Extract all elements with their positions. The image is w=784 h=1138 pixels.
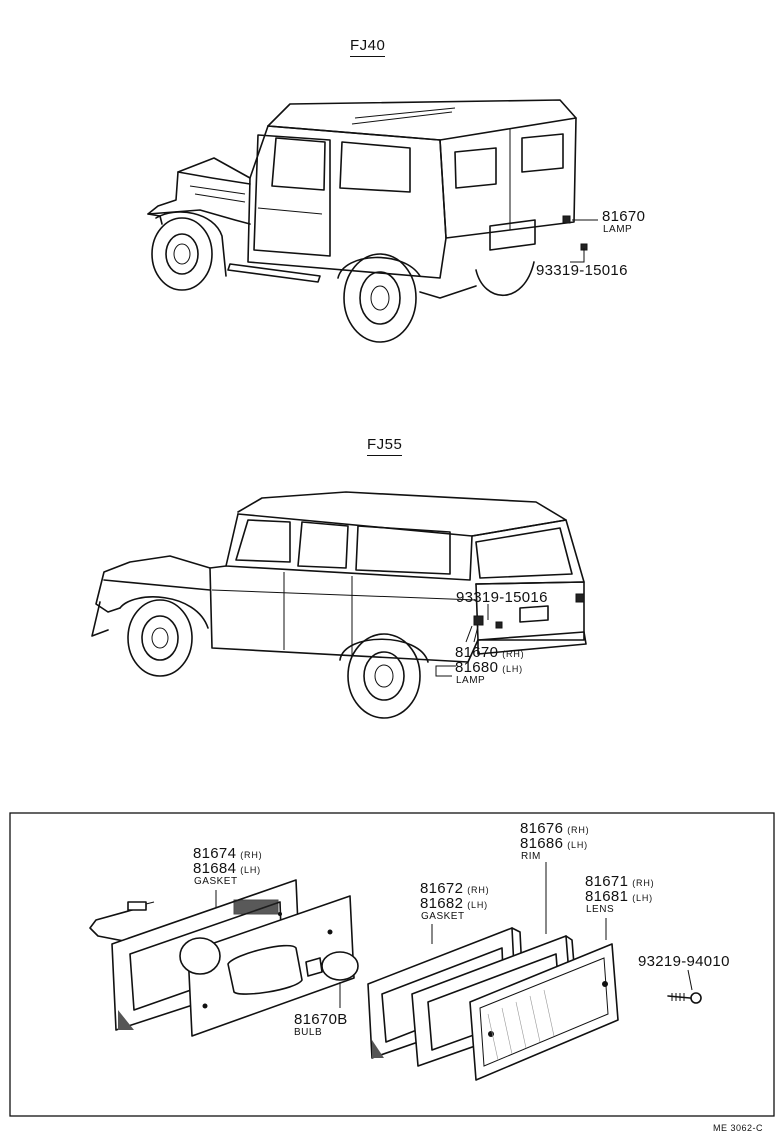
gasket-a-lh-label: 81684(LH) <box>193 861 261 877</box>
gasket-b-rh-part-number: 81672 <box>420 880 464 897</box>
fj55-lamp-leader-a <box>465 625 479 643</box>
fj55-lamp-rh-label: 81670(RH) <box>455 645 524 661</box>
gasket-b-name: GASKET <box>421 911 465 922</box>
lens-lh-side: (LH) <box>632 893 653 903</box>
lens-rh-label: 81671(RH) <box>585 874 654 890</box>
reference-code: ME 3062-C <box>713 1123 764 1133</box>
screw-drawing <box>667 992 702 1004</box>
rim-lh-label: 81686(LH) <box>520 836 588 852</box>
fj55-lamp-lh-label: 81680(LH) <box>455 660 523 676</box>
gasket-a-rh-part-number: 81674 <box>193 845 237 862</box>
rim-rh-part-number: 81676 <box>520 820 564 837</box>
bulb-name: BULB <box>294 1027 323 1038</box>
wire-connector <box>89 901 155 947</box>
fj55-lamp-name: LAMP <box>456 675 486 686</box>
lens-rh-part-number: 81671 <box>585 873 629 890</box>
bulb-part-number: 81670B <box>294 1011 348 1028</box>
fj40-screw-leader <box>570 248 585 263</box>
rim-lh-side: (LH) <box>567 840 588 850</box>
rim-name: RIM <box>521 851 541 862</box>
gasket-a-lh-side: (LH) <box>240 865 261 875</box>
gasket-b-rh-label: 81672(RH) <box>420 881 489 897</box>
gasket-b-lh-part-number: 81682 <box>420 895 464 912</box>
bulb-drawing <box>305 951 359 981</box>
gasket-b-rh-side: (RH) <box>467 885 490 895</box>
fj40-title: FJ40 <box>350 38 386 57</box>
gasket-a-rh-side: (RH) <box>240 850 263 860</box>
rim-lh-part-number: 81686 <box>520 835 564 852</box>
gasket-a-lh-part-number: 81684 <box>193 860 237 877</box>
lens-rh-side: (RH) <box>632 878 655 888</box>
fj55-lamp-rh-part-number: 81670 <box>455 644 499 661</box>
lens-lh-label: 81681(LH) <box>585 889 653 905</box>
gasket-a-name: GASKET <box>194 876 238 887</box>
gasket-a-rh-label: 81674(RH) <box>193 846 262 862</box>
screw-part-number: 93219-94010 <box>638 953 730 970</box>
fj40-lamp-name: LAMP <box>603 224 633 235</box>
fj55-lamp-rh-side: (RH) <box>502 649 525 659</box>
rim-rh-label: 81676(RH) <box>520 821 589 837</box>
screw-leader <box>687 969 693 991</box>
lens-lh-part-number: 81681 <box>585 888 629 905</box>
fj40-lamp-part-number: 81670 <box>602 208 646 225</box>
fj55-vehicle <box>91 491 587 719</box>
fj55-screw-part-number: 93319-15016 <box>456 589 548 606</box>
detail-frame <box>9 812 775 1117</box>
rim-rh-side: (RH) <box>567 825 590 835</box>
fj40-vehicle <box>147 99 588 343</box>
gasket-b-lh-side: (LH) <box>467 900 488 910</box>
gasket-b-lh-label: 81682(LH) <box>420 896 488 912</box>
fj55-lamp-leader-b <box>435 665 456 677</box>
lens <box>469 943 619 1081</box>
fj55-lamp-lh-part-number: 81680 <box>455 659 499 676</box>
fj40-screw-part-number: 93319-15016 <box>536 262 628 279</box>
lens-name: LENS <box>586 904 615 915</box>
fj55-title: FJ55 <box>367 437 403 456</box>
fj55-lamp-lh-side: (LH) <box>502 664 523 674</box>
